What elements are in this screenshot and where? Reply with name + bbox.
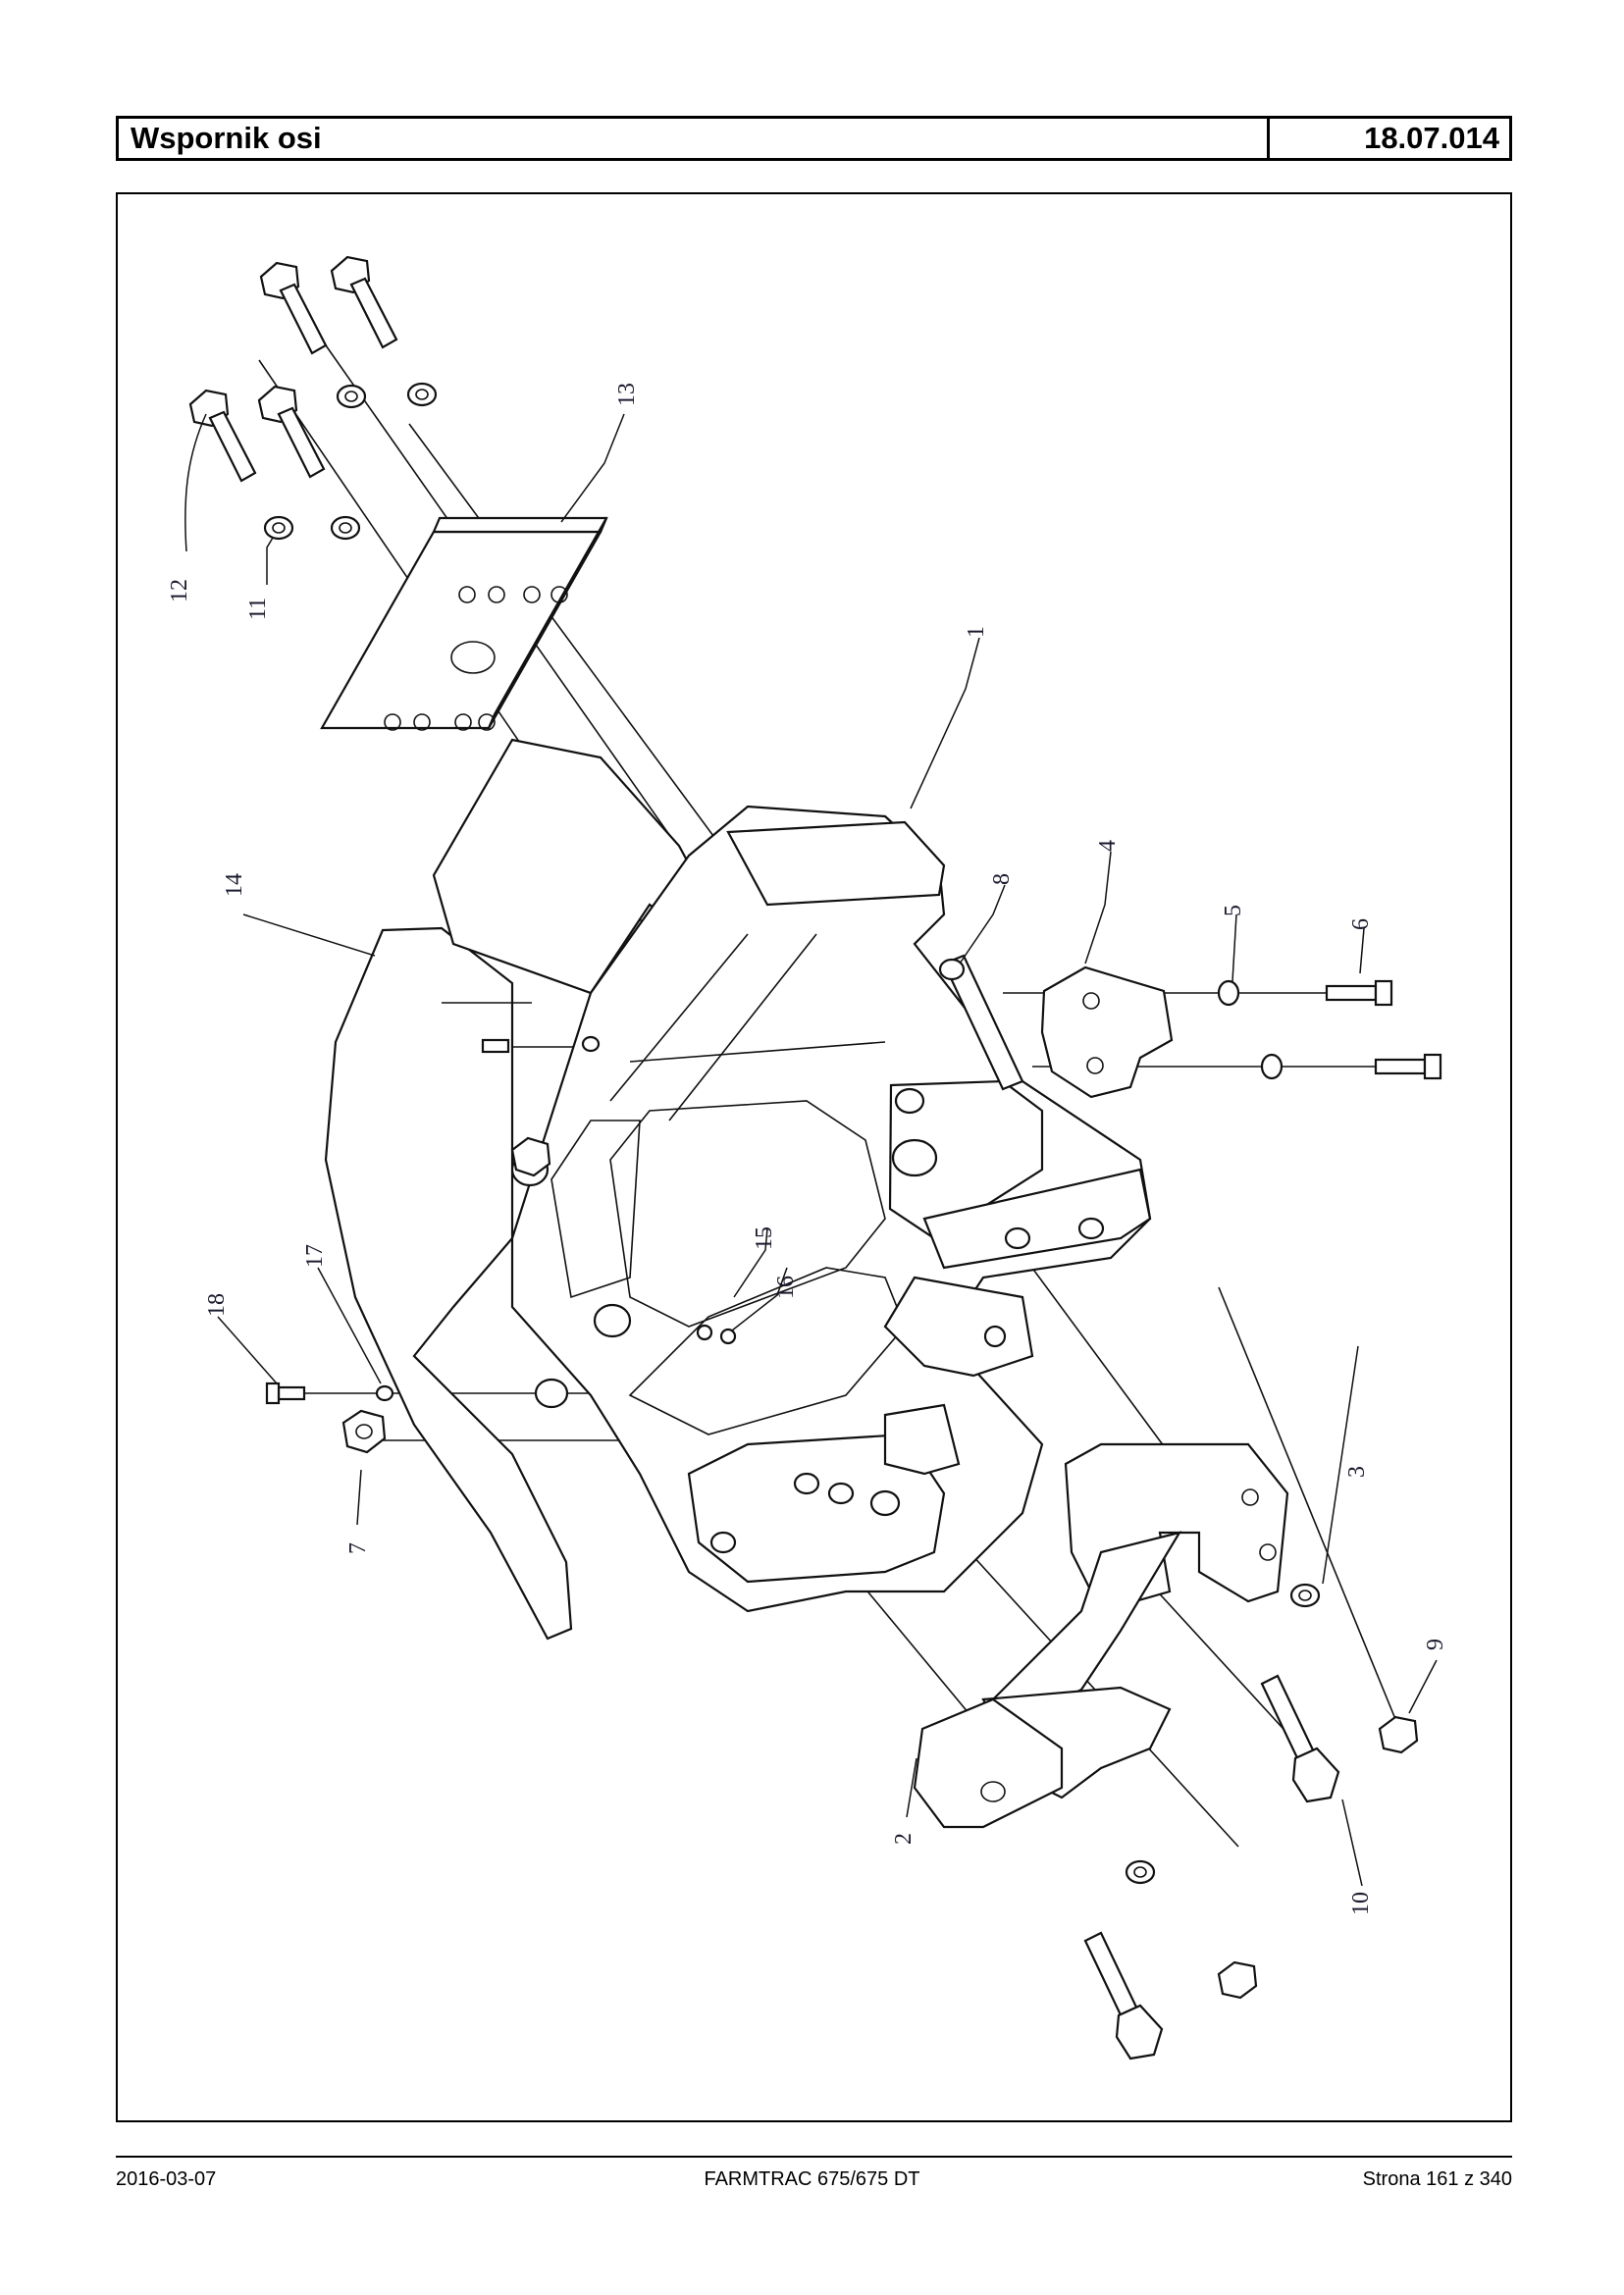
callout-12: 12 (167, 579, 192, 602)
callout-5: 5 (1221, 905, 1246, 916)
washers-11 (263, 382, 438, 541)
callout-leaders (184, 413, 1438, 1887)
washer-3-nut-9 (1125, 1583, 1419, 2000)
callout-3: 3 (1344, 1466, 1370, 1478)
block-4 (1040, 965, 1174, 1099)
callout-11: 11 (245, 598, 271, 620)
callout-10: 10 (1348, 1892, 1374, 1915)
footer-date: 2016-03-07 (116, 2168, 217, 2190)
bolt-12 (188, 255, 398, 483)
callout-6: 6 (1348, 918, 1374, 930)
callout-13: 13 (614, 383, 640, 406)
callout-2: 2 (891, 1833, 917, 1845)
page-title: Wspornik osi (119, 119, 1270, 158)
plate-13 (320, 516, 608, 731)
support-2 (913, 1697, 1064, 1829)
small-parts (265, 1035, 737, 1454)
callout-9: 9 (1423, 1639, 1448, 1650)
callout-18: 18 (204, 1293, 230, 1317)
exploded-view-drawing: 12 11 13 1 14 4 8 5 6 15 16 17 18 7 3 9 … (116, 192, 1512, 2122)
washer-5-bolt-6 (1217, 979, 1442, 1080)
callout-8: 8 (989, 873, 1015, 885)
callout-4: 4 (1095, 840, 1121, 852)
bolt-10 (1083, 1674, 1340, 2060)
pin-8 (938, 954, 1024, 1091)
footer-divider (116, 2156, 1512, 2158)
callout-1: 1 (964, 626, 989, 638)
title-bar: Wspornik osi 18.07.014 (116, 116, 1512, 161)
drawing-svg: 12 11 13 1 14 4 8 5 6 15 16 17 18 7 3 9 … (167, 255, 1448, 2060)
footer-model: FARMTRAC 675/675 DT (704, 2168, 920, 2190)
callout-numbers: 12 11 13 1 14 4 8 5 6 15 16 17 18 7 3 9 … (167, 383, 1448, 1915)
callout-15: 15 (752, 1226, 777, 1250)
callout-16: 16 (773, 1276, 799, 1299)
callout-17: 17 (302, 1244, 328, 1268)
footer-page-number: Strona 161 z 340 (1362, 2168, 1512, 2190)
part-code: 18.07.014 (1364, 121, 1499, 155)
callout-14: 14 (222, 873, 247, 897)
axle-bracket-1 (510, 805, 1152, 1613)
callout-7: 7 (345, 1542, 371, 1554)
